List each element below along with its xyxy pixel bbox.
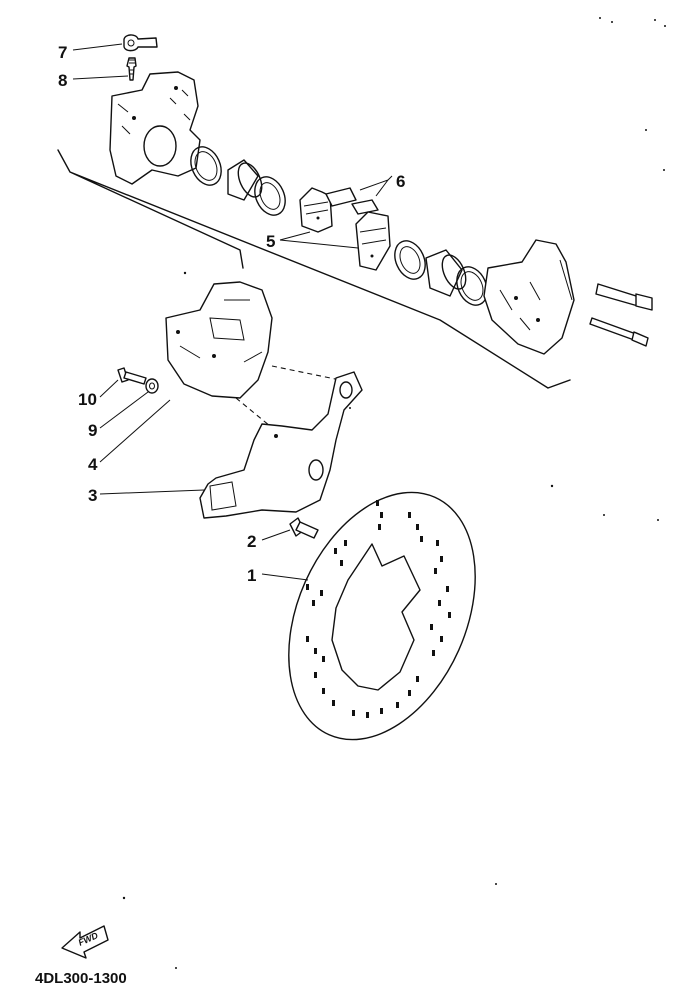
bleed-screw-cap: [123, 34, 158, 52]
callout-10: 10: [78, 390, 97, 409]
brake-pad-lower: [355, 211, 391, 271]
bleed-screw: [126, 57, 137, 81]
pad-shim-upper: [325, 187, 379, 215]
caliper-bolt-upper: [595, 283, 653, 311]
caliper-inner-half: [483, 239, 575, 355]
brake-pad-upper: [299, 187, 333, 233]
brake-disc: [288, 491, 476, 741]
dust-seal-right: [394, 240, 426, 280]
callout-8: 8: [58, 71, 67, 90]
fwd-arrow-icon: FWD: [61, 925, 109, 959]
caliper-bolt-lower: [589, 317, 649, 347]
dust-seal-left: [254, 176, 286, 216]
callout-1: 1: [247, 566, 256, 585]
exploded-view-frame: [57, 149, 571, 389]
caliper-assembly: [165, 281, 341, 427]
piston-right: [425, 249, 467, 297]
callout-5: 5: [266, 232, 275, 251]
piston-seal-right: [456, 266, 488, 306]
callout-3: 3: [88, 486, 97, 505]
washer: [145, 378, 159, 394]
bracket-bolt: [117, 367, 147, 385]
rotor-bolt: [289, 517, 319, 539]
scan-specks: [122, 17, 666, 969]
callout-2: 2: [247, 532, 256, 551]
leader-lines: [72, 43, 393, 581]
piston-seal-left: [190, 146, 222, 186]
callout-9: 9: [88, 421, 97, 440]
callout-4: 4: [88, 455, 98, 474]
drawing-code: 4DL300-1300: [35, 970, 127, 987]
callout-6: 6: [396, 172, 405, 191]
callout-7: 7: [58, 43, 67, 62]
caliper-outer-half: [109, 71, 201, 185]
piston-left: [227, 159, 263, 201]
caliper-bracket: [199, 371, 363, 519]
